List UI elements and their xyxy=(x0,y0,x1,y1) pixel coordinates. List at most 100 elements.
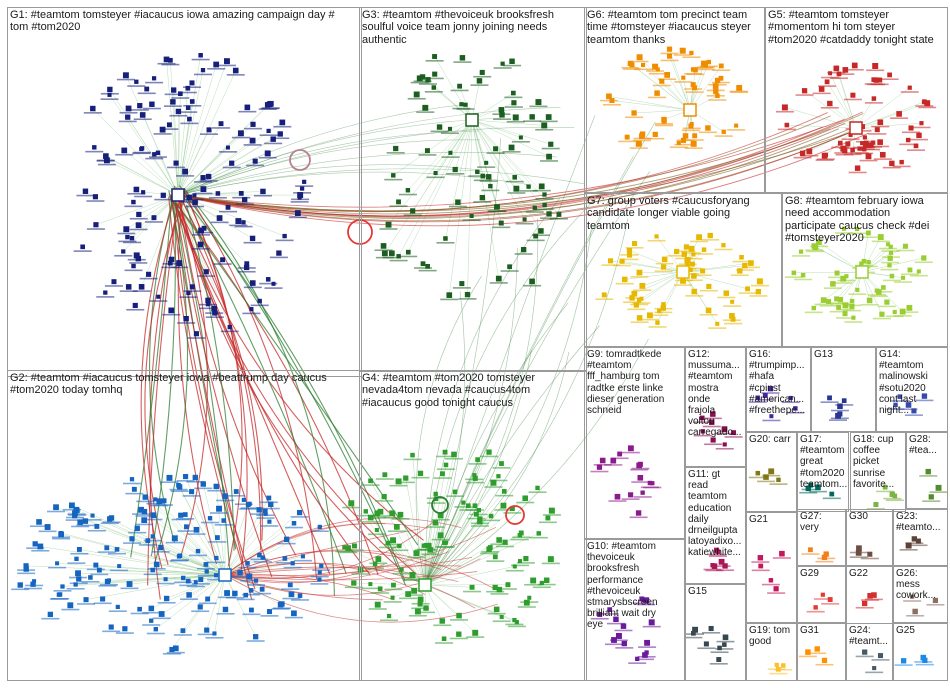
node xyxy=(715,93,720,98)
edge xyxy=(424,121,656,586)
node xyxy=(721,243,726,248)
node-label xyxy=(809,245,828,248)
node xyxy=(141,517,148,524)
node xyxy=(887,263,892,268)
node xyxy=(452,166,458,173)
node-label xyxy=(712,565,731,567)
node xyxy=(238,190,244,196)
group-box-g26 xyxy=(893,566,948,623)
node-label xyxy=(134,195,153,198)
node xyxy=(200,68,206,73)
node xyxy=(674,248,680,255)
node-label xyxy=(238,110,257,113)
node-label xyxy=(838,147,857,150)
node-label xyxy=(873,158,892,160)
node-label xyxy=(288,216,307,219)
node-label xyxy=(609,639,628,642)
node-label xyxy=(293,192,312,194)
node xyxy=(183,315,189,322)
node-label xyxy=(520,601,539,603)
edge xyxy=(424,505,469,586)
node-label xyxy=(604,643,623,646)
node xyxy=(607,258,614,264)
edge xyxy=(177,104,268,196)
node-label xyxy=(650,314,669,317)
node xyxy=(205,173,212,180)
node xyxy=(599,457,606,464)
node-label xyxy=(379,228,398,230)
node-label xyxy=(647,239,666,242)
node xyxy=(691,288,698,295)
node-label xyxy=(399,597,418,600)
node-label xyxy=(890,117,909,120)
node-label xyxy=(480,552,499,555)
node-label xyxy=(815,663,834,666)
node xyxy=(176,482,181,488)
group-box-g8 xyxy=(782,193,948,347)
node xyxy=(475,169,480,175)
node xyxy=(439,618,445,624)
node-label xyxy=(831,146,850,149)
node-label xyxy=(685,295,704,297)
node-label xyxy=(205,636,224,639)
node xyxy=(125,114,131,120)
node-label xyxy=(724,436,743,438)
node-label xyxy=(704,443,723,446)
node xyxy=(75,570,81,577)
node-label xyxy=(237,270,256,273)
node xyxy=(868,142,874,148)
node-label xyxy=(808,652,827,655)
group-label-g1: G1: #teamtom tomsteyer #iacaucus iowa am… xyxy=(10,9,335,34)
node-label xyxy=(864,102,883,104)
node-label xyxy=(169,559,188,562)
node xyxy=(836,71,842,77)
node-label xyxy=(126,308,145,311)
node xyxy=(163,595,170,602)
node-label xyxy=(119,111,138,114)
node-label xyxy=(762,419,781,422)
node xyxy=(639,596,645,602)
node-label xyxy=(456,108,475,110)
node xyxy=(613,616,619,623)
node xyxy=(377,586,383,592)
node xyxy=(708,625,714,632)
node-label xyxy=(686,633,705,635)
node-label xyxy=(421,553,440,555)
node xyxy=(141,190,146,195)
self-loop xyxy=(289,149,311,171)
node-label xyxy=(487,210,506,213)
node xyxy=(691,252,696,257)
edge xyxy=(177,122,846,217)
node-label xyxy=(667,255,686,257)
edge xyxy=(57,563,226,576)
node-label xyxy=(806,250,825,253)
node xyxy=(290,561,295,566)
node xyxy=(74,556,79,562)
node xyxy=(317,524,322,530)
node xyxy=(241,497,246,502)
node-label xyxy=(157,62,176,65)
node-label xyxy=(621,66,640,69)
node xyxy=(908,125,914,131)
node xyxy=(129,235,135,241)
node xyxy=(767,386,774,392)
node xyxy=(879,152,886,158)
node-label xyxy=(912,126,931,129)
edge xyxy=(682,262,751,273)
node xyxy=(393,145,399,152)
node-label xyxy=(926,603,945,606)
node xyxy=(198,227,204,234)
edge xyxy=(177,168,585,196)
node xyxy=(872,63,879,69)
node-label xyxy=(690,240,709,243)
node-label xyxy=(225,596,244,599)
node xyxy=(545,515,551,521)
node-label xyxy=(635,658,654,661)
node-label xyxy=(207,561,226,564)
node xyxy=(907,85,912,90)
node-label xyxy=(866,508,885,510)
node xyxy=(267,519,272,524)
edge xyxy=(169,195,263,541)
hub-node xyxy=(683,103,697,117)
node-label xyxy=(774,668,793,671)
